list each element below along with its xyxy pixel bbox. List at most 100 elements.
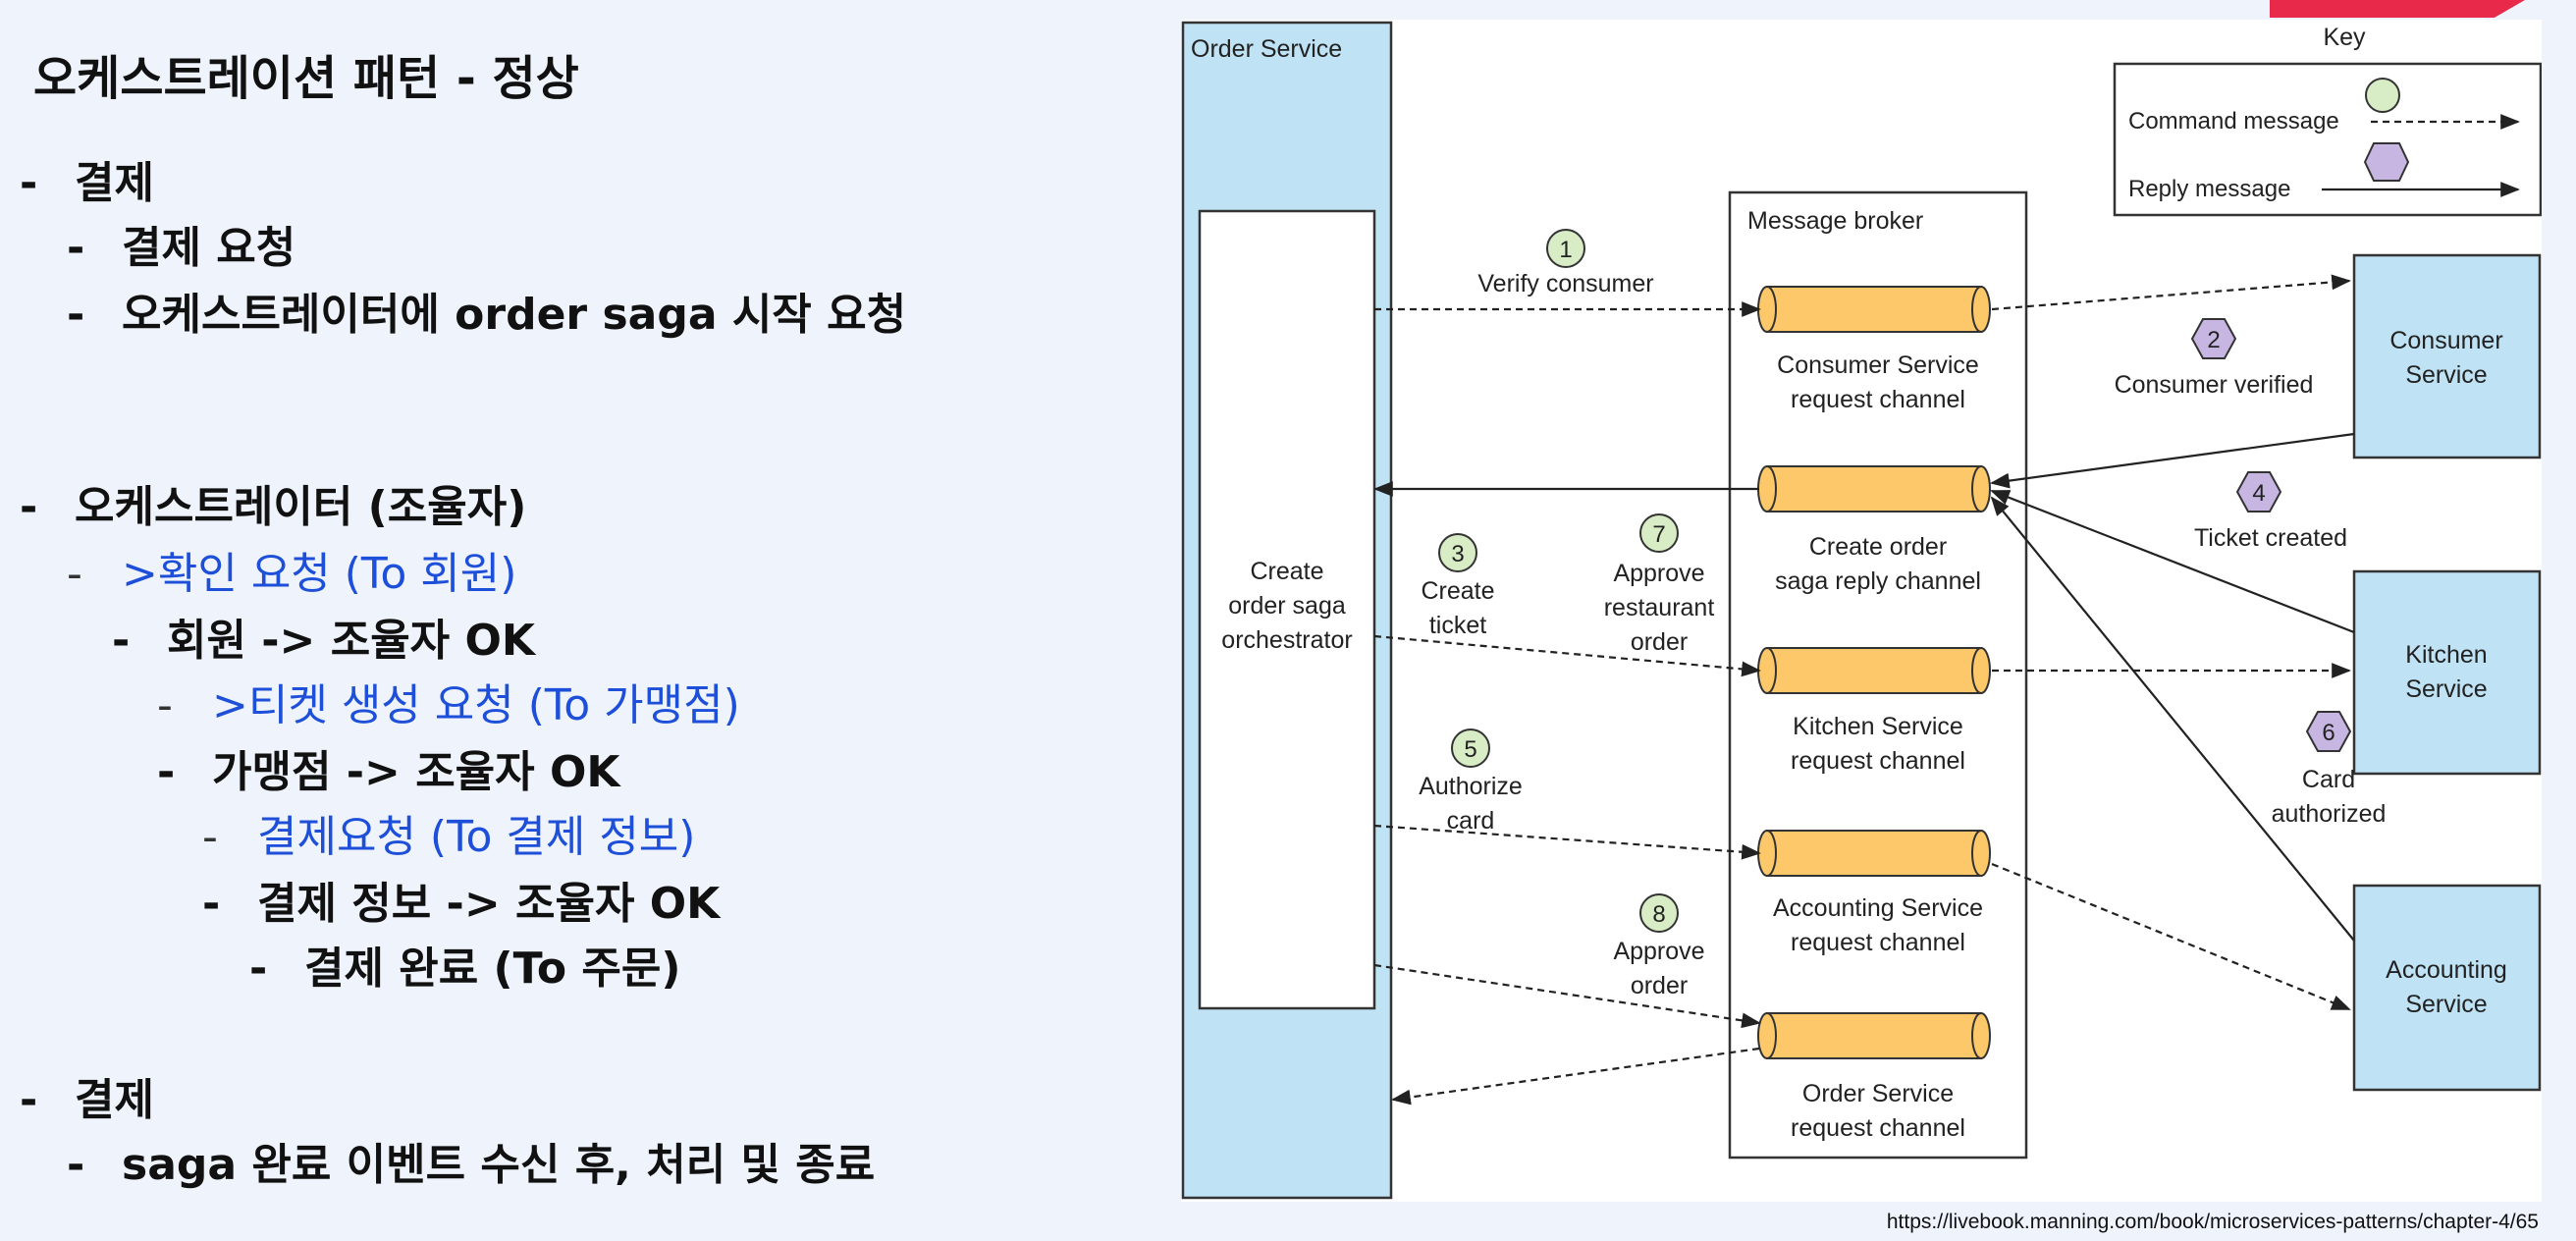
arrow-create-ticket (1373, 634, 1761, 677)
bullet-item: -결제 정보 -> 조율자 OK (202, 868, 720, 931)
step-label-line: restaurant (1604, 594, 1715, 621)
bullet-dash: - (20, 158, 38, 208)
bullet-text: 결제 (75, 158, 154, 208)
bullet-item: -오케스트레이터 (조율자) (20, 471, 526, 534)
consumer-service-box (2352, 253, 2542, 459)
bullet-item: -가맹점 -> 조율자 OK (157, 736, 619, 799)
bullet-text: 결제 (75, 1075, 154, 1125)
command-circle-icon (1451, 728, 1490, 768)
bullet-item: -결제 완료 (To 주문) (249, 933, 680, 996)
step-label-line: authorized (2272, 800, 2387, 828)
channel-label-line: request channel (1791, 747, 1965, 775)
service-label-line: Consumer (2389, 327, 2502, 354)
bullet-text: 오케스트레이터 (조율자) (75, 482, 527, 532)
key-reply-label: Reply message (2128, 176, 2290, 202)
bullet-item: -saga 완료 이벤트 수신 후, 처리 및 종료 (67, 1129, 875, 1192)
slide-text-panel: 오케스트레이션 패턴 - 정상 -결제 -결제 요청 -오케스트레이터에 ord… (0, 0, 1158, 1241)
step-8: 8 Approve order (1613, 893, 1705, 999)
bullet-text: 결제요청 (To 결제 정보) (257, 812, 696, 862)
arrow-card-authorized (1990, 496, 2355, 942)
step-label-line: Approve (1613, 560, 1704, 587)
arrow-consumer-verified (1990, 432, 2355, 489)
channel-accounting-request (1757, 830, 1991, 877)
kitchen-service-box (2352, 569, 2542, 776)
service-label-line: Service (2405, 991, 2487, 1018)
bullet-item: -결제 (20, 147, 154, 210)
step-number: 2 (2207, 327, 2220, 353)
bullet-dash: - (202, 812, 218, 862)
order-service-label: Order Service (1191, 35, 1342, 63)
step-number: 1 (1559, 237, 1572, 263)
bullet-text: 결제 정보 -> 조율자 OK (257, 879, 721, 929)
step-4: 4 Ticket created (2194, 471, 2347, 552)
bullet-text: saga 완료 이벤트 수신 후, 처리 및 종료 (122, 1140, 876, 1190)
source-url: https://livebook.manning.com/book/micros… (1886, 1211, 2539, 1233)
step-3: 3 Create ticket (1421, 533, 1495, 639)
orchestrator-box (1198, 209, 1376, 1010)
reply-hexagon-icon (2305, 711, 2352, 752)
bullet-item: -회원 -> 조율자 OK (112, 605, 535, 668)
step-label-line: card (1447, 807, 1495, 835)
bullet-dash: - (202, 879, 221, 929)
step-label-line: Ticket created (2194, 524, 2347, 552)
channel-label-line: request channel (1791, 386, 1965, 413)
command-circle-icon (2365, 78, 2400, 113)
bullet-dash: - (249, 944, 268, 994)
bullet-item: ->티켓 생성 요청 (To 가맹점) (157, 670, 740, 732)
channel-label-line: saga reply channel (1775, 567, 1981, 595)
step-label-line: order (1631, 628, 1688, 656)
bullet-dash: - (157, 680, 173, 730)
reply-hexagon-icon (2363, 142, 2410, 182)
bullet-item: ->확인 요청 (To 회원) (67, 538, 516, 601)
step-label-line: Authorize (1419, 773, 1523, 800)
channel-label-line: request channel (1791, 1114, 1965, 1142)
step-number: 3 (1451, 541, 1464, 567)
channel-label-line: request channel (1791, 929, 1965, 956)
service-label-line: Accounting (2386, 956, 2507, 984)
arrow-authorize-card (1373, 824, 1761, 860)
bullet-text: 결제 요청 (122, 223, 296, 273)
step-label-line: Card (2302, 766, 2355, 793)
bullet-dash: - (112, 616, 131, 666)
orchestrator-label-line: Create (1250, 558, 1323, 585)
step-label-line: Create (1421, 577, 1494, 605)
channel-kitchen-request (1757, 647, 1991, 694)
bullet-item: -오케스트레이터에 order saga 시작 요청 (67, 279, 906, 342)
orchestrator-label-line: order saga (1228, 592, 1346, 620)
channel-label-line: Order Service (1802, 1080, 1954, 1107)
step-6: 6 Card authorized (2272, 711, 2387, 828)
bullet-dash: - (67, 290, 85, 340)
bullet-text: 회원 -> 조율자 OK (167, 616, 535, 666)
key-command-label: Command message (2128, 108, 2339, 135)
command-circle-icon (1639, 893, 1679, 933)
step-number: 7 (1652, 521, 1665, 548)
bullet-dash: - (20, 482, 38, 532)
bullet-item: -결제 (20, 1064, 154, 1127)
accent-bar (2270, 0, 2525, 18)
step-number: 6 (2322, 720, 2334, 746)
arrow-approve-order (1373, 963, 1761, 1029)
arrow-consumer-channel-to-service (1991, 274, 2351, 311)
bullet-item: -결제 요청 (67, 212, 295, 275)
bullet-dash: - (20, 1075, 38, 1125)
bullet-text: 가맹점 -> 조율자 OK (212, 747, 620, 797)
step-label-line: ticket (1429, 612, 1486, 639)
service-label-line: Service (2405, 675, 2487, 703)
arrow-order-channel-to-order-service (1391, 1047, 1760, 1106)
arrow-ticket-created (1990, 489, 2355, 634)
bullet-text: >확인 요청 (To 회원) (122, 549, 517, 599)
command-circle-icon (1438, 533, 1477, 572)
key-title: Key (2323, 24, 2366, 51)
bullet-text: 오케스트레이터에 order saga 시작 요청 (122, 290, 907, 340)
bullet-text: 결제 완료 (To 주문) (304, 944, 681, 994)
orchestrator-label-line: orchestrator (1221, 626, 1352, 654)
accounting-service-box (2352, 884, 2542, 1092)
step-label-line: order (1631, 972, 1688, 999)
arrow-accounting-channel-to-service (1991, 862, 2351, 1011)
bullet-text: >티켓 생성 요청 (To 가맹점) (212, 680, 740, 730)
step-label-line: Consumer verified (2115, 371, 2314, 399)
message-broker-label: Message broker (1747, 207, 1923, 235)
step-1: 1 Verify consumer (1477, 229, 1654, 297)
channel-saga-reply (1757, 465, 1991, 513)
step-2: 2 Consumer verified (2115, 318, 2314, 399)
